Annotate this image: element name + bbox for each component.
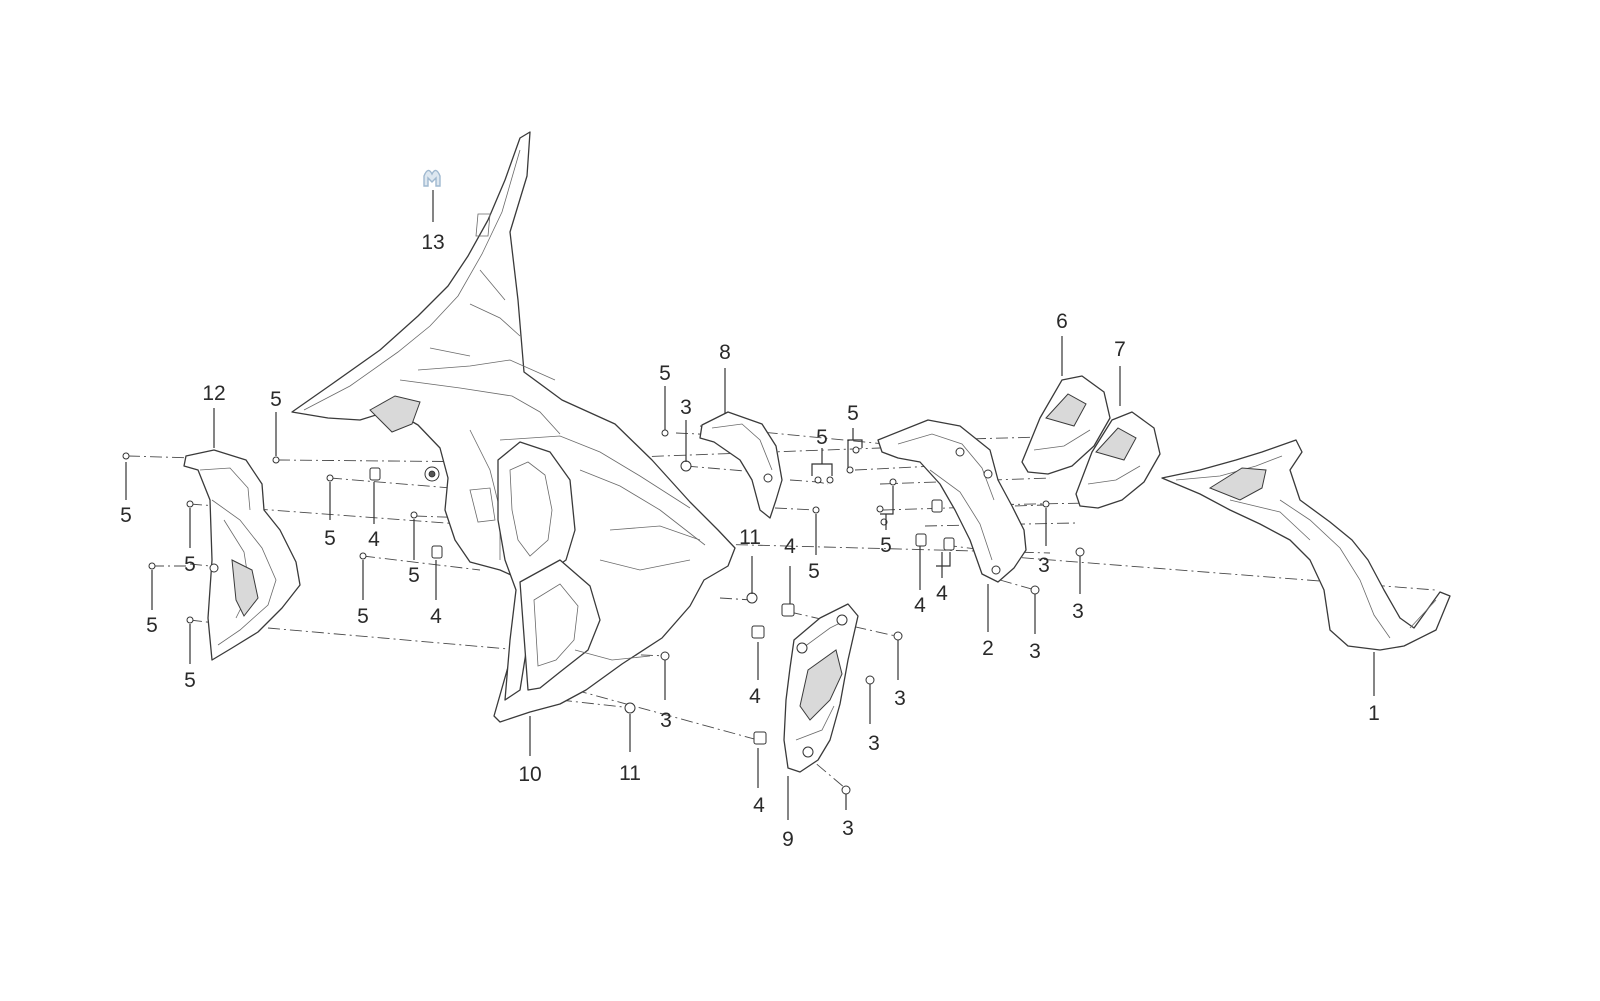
fasteners: [122, 429, 1085, 795]
callout-11: 11: [619, 762, 641, 785]
callout-13: 13: [421, 231, 444, 254]
callout-5: 5: [808, 560, 820, 583]
callout-3: 3: [1072, 600, 1084, 623]
part-1-side-fairing: [1161, 439, 1451, 651]
callout-4: 4: [749, 685, 761, 708]
callout-3: 3: [660, 709, 672, 732]
callout-12: 12: [202, 382, 225, 405]
callout-3: 3: [868, 732, 880, 755]
callout-1: 1: [1368, 702, 1380, 725]
callout-5: 5: [816, 426, 828, 449]
callout-4: 4: [936, 582, 948, 605]
callout-5: 5: [270, 388, 282, 411]
callout-3: 3: [1029, 640, 1041, 663]
callout-4: 4: [368, 528, 380, 551]
callout-5: 5: [146, 614, 158, 637]
callout-5: 5: [659, 362, 671, 385]
callout-9: 9: [782, 828, 794, 851]
callout-4: 4: [430, 605, 442, 628]
callout-6: 6: [1056, 310, 1068, 333]
callout-10: 10: [518, 763, 541, 786]
callout-2: 2: [982, 637, 994, 660]
part-12-side-cover: [183, 449, 301, 661]
part-9-lower-plate: [783, 603, 859, 773]
callout-5: 5: [847, 402, 859, 425]
callout-8: 8: [719, 341, 731, 364]
callout-4: 4: [914, 594, 926, 617]
callout-3: 3: [1038, 554, 1050, 577]
callout-11: 11: [739, 526, 761, 549]
callout-5: 5: [120, 504, 132, 527]
part-2-mount-bracket: [877, 419, 1027, 583]
callout-5: 5: [184, 669, 196, 692]
part-7-cap: [1075, 411, 1161, 509]
callout-3: 3: [680, 396, 692, 419]
callout-5: 5: [357, 605, 369, 628]
callout-5: 5: [408, 564, 420, 587]
callout-7: 7: [1114, 338, 1126, 361]
callout-5: 5: [184, 553, 196, 576]
callout-labels: 13 12 5 5 5 4 5 5 5 5 4 5 5 3 8 5 5 11 4…: [120, 231, 1380, 851]
part-6-cap: [1021, 375, 1111, 475]
callout-4: 4: [753, 794, 765, 817]
callout-3: 3: [894, 687, 906, 710]
callout-5: 5: [880, 534, 892, 557]
leader-lines: [125, 190, 1375, 820]
part-8-bracket: [699, 411, 783, 519]
callout-3: 3: [842, 817, 854, 840]
callout-4: 4: [784, 535, 796, 558]
part-10-main-panel: [291, 131, 736, 723]
part-13-clip: [423, 169, 441, 187]
callout-5: 5: [324, 527, 336, 550]
